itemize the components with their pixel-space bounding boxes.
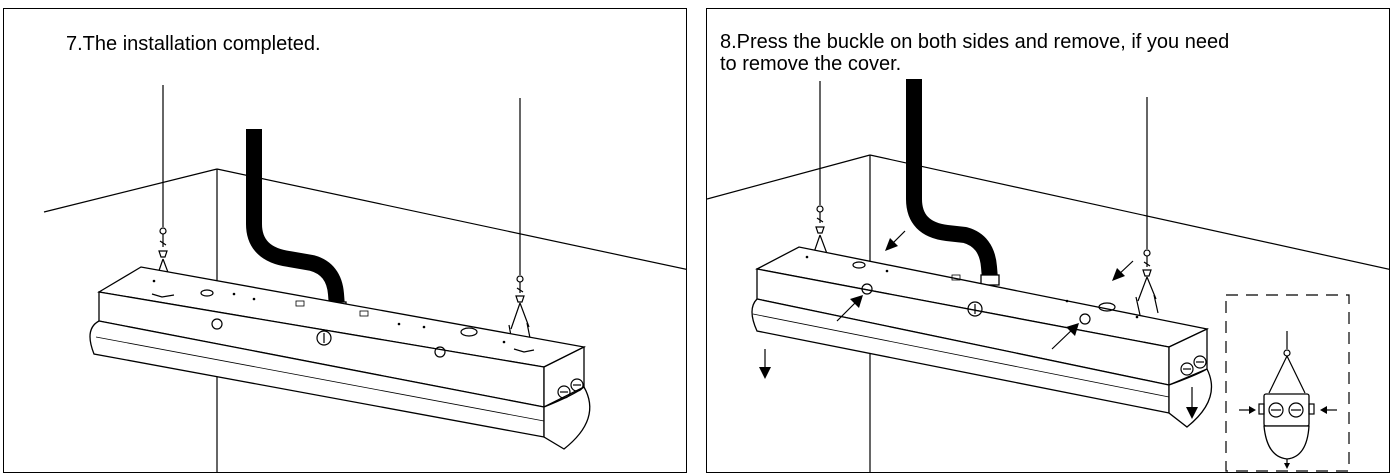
arrow-icon <box>885 230 906 251</box>
hanging-wire-right <box>508 98 532 348</box>
step-8-panel: 8.Press the buckle on both sides and rem… <box>706 8 1390 473</box>
buckle-icon <box>1079 313 1091 325</box>
screw-icon <box>434 346 446 358</box>
end-view-detail <box>1225 294 1350 472</box>
screw-icon <box>211 318 223 330</box>
step-7-caption: 7.The installation completed. <box>66 33 321 55</box>
hanging-wire-right <box>1135 97 1159 316</box>
arrow-icon <box>1186 387 1198 419</box>
step-8-caption: 8.Press the buckle on both sides and rem… <box>720 31 1230 75</box>
screw-icon <box>967 301 983 317</box>
flexible-conduit <box>906 79 1000 286</box>
step-7-illustration <box>43 85 686 472</box>
step-7-panel: 7.The installation completed. <box>3 8 687 473</box>
buckle-icon <box>861 283 873 295</box>
hanging-wire-left <box>808 81 832 276</box>
hanging-wire-left <box>151 85 175 302</box>
arrow-icon <box>759 349 771 379</box>
flexible-conduit <box>246 129 347 313</box>
arrow-icon <box>1051 323 1079 350</box>
led-fixture <box>89 266 591 450</box>
arrow-icon <box>1112 260 1134 281</box>
screw-icon <box>316 330 332 346</box>
step-8-illustration <box>707 79 1389 472</box>
arrow-icon <box>836 295 863 322</box>
